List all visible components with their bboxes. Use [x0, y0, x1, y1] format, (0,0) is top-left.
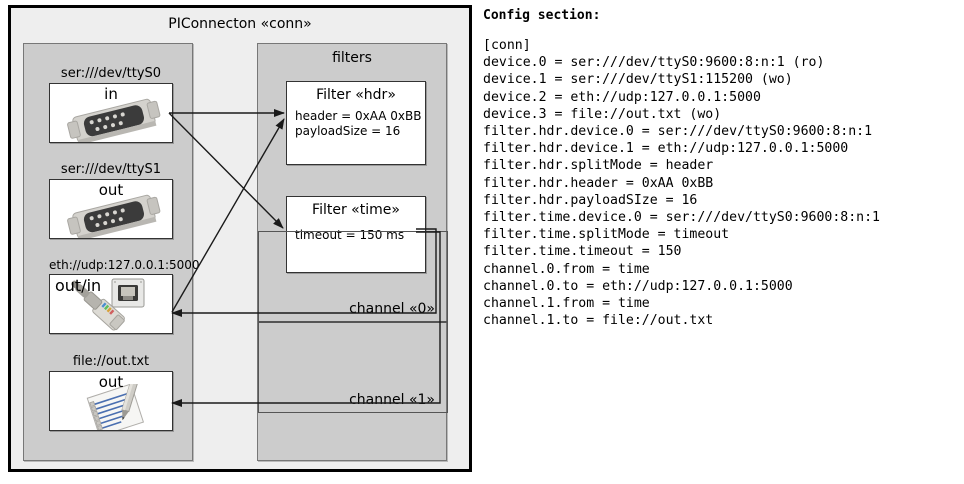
channel-0-label: channel «0» — [349, 301, 435, 317]
devices-panel: ser:///dev/ttyS0 in — [23, 43, 200, 461]
filters-panel: filters Filter «hdr» header = 0xAA 0xBB … — [257, 43, 448, 461]
config-section-heading: Config section: — [483, 8, 601, 23]
connector-component-frame: PIConnecton «conn» ser:///dev/ttyS0 in — [8, 5, 472, 472]
config-line: filter.hdr.header = 0xAA 0xBB — [483, 175, 714, 191]
text-document-icon — [86, 384, 145, 430]
component-title: PIConnecton «conn» — [168, 16, 312, 32]
config-line: filter.time.device.0 = ser:///dev/ttyS0:… — [483, 210, 880, 226]
config-line: channel.0.from = time — [483, 261, 650, 277]
filters-panel-title: filters — [332, 50, 372, 66]
filter-hdr-title: Filter «hdr» — [316, 87, 396, 103]
channel-1-label: channel «1» — [349, 392, 435, 408]
device-ttys1[interactable]: ser:///dev/ttyS1 out — [49, 162, 173, 239]
config-line: channel.1.to = file://out.txt — [483, 313, 714, 329]
device-file-label: file://out.txt — [72, 354, 150, 369]
config-line: filter.hdr.payloadSIze = 16 — [483, 192, 698, 208]
config-line: device.3 = file://out.txt (wo) — [483, 106, 722, 122]
filter-time-title: Filter «time» — [312, 202, 400, 218]
device-ttys1-direction: out — [98, 181, 124, 199]
channel-0-box: channel «0» — [258, 231, 448, 322]
config-line: channel.0.to = eth://udp:127.0.0.1:5000 — [483, 278, 793, 294]
config-line: device.1 = ser:///dev/ttyS1:115200 (wo) — [483, 72, 793, 88]
config-line: device.0 = ser:///dev/ttyS0:9600:8:n:1 (… — [483, 55, 825, 71]
device-eth-box[interactable]: out/in — [49, 274, 173, 334]
filter-hdr-prop-payloadsize: payloadSize = 16 — [295, 124, 401, 138]
device-ttys0[interactable]: ser:///dev/ttyS0 in — [49, 66, 173, 143]
ethernet-jack-icon — [71, 278, 145, 331]
device-eth[interactable]: eth://udp:127.0.0.1:5000 out/in — [49, 258, 200, 334]
device-ttys0-label: ser:///dev/ttyS0 — [60, 66, 162, 81]
config-line: device.2 = eth://udp:127.0.0.1:5000 — [483, 89, 761, 105]
channel-1-box: channel «1» — [258, 322, 448, 413]
serial-port-icon — [67, 98, 161, 142]
device-ttys1-box[interactable]: out — [49, 179, 173, 239]
config-line: [conn] — [483, 38, 531, 53]
device-eth-label: eth://udp:127.0.0.1:5000 — [49, 258, 200, 272]
device-ttys0-box[interactable]: in — [49, 83, 173, 143]
config-line: filter.hdr.device.1 = eth://udp:127.0.0.… — [483, 141, 849, 157]
filter-hdr-prop-header: header = 0xAA 0xBB — [295, 109, 422, 123]
config-lines-list: [conn] device.0 = ser:///dev/ttyS0:9600:8… — [483, 37, 961, 329]
serial-port-icon — [67, 194, 161, 238]
device-file-direction: out — [98, 373, 124, 391]
device-eth-direction: out/in — [55, 276, 102, 295]
device-file-box[interactable]: out — [49, 371, 173, 431]
device-ttys1-label: ser:///dev/ttyS1 — [60, 162, 162, 177]
config-line: filter.hdr.splitMode = header — [483, 158, 714, 174]
device-file[interactable]: file://out.txt out — [49, 354, 173, 431]
filter-hdr-box[interactable]: Filter «hdr» header = 0xAA 0xBB payloadS… — [286, 81, 426, 165]
config-line: filter.time.timeout = 150 — [483, 244, 682, 260]
config-line: filter.hdr.device.0 = ser:///dev/ttyS0:9… — [483, 124, 873, 140]
config-line: filter.time.splitMode = timeout — [483, 227, 730, 243]
config-line: channel.1.from = time — [483, 296, 650, 312]
device-ttys0-direction: in — [104, 85, 118, 103]
config-section: Config section: [conn] device.0 = ser:///… — [483, 8, 961, 329]
